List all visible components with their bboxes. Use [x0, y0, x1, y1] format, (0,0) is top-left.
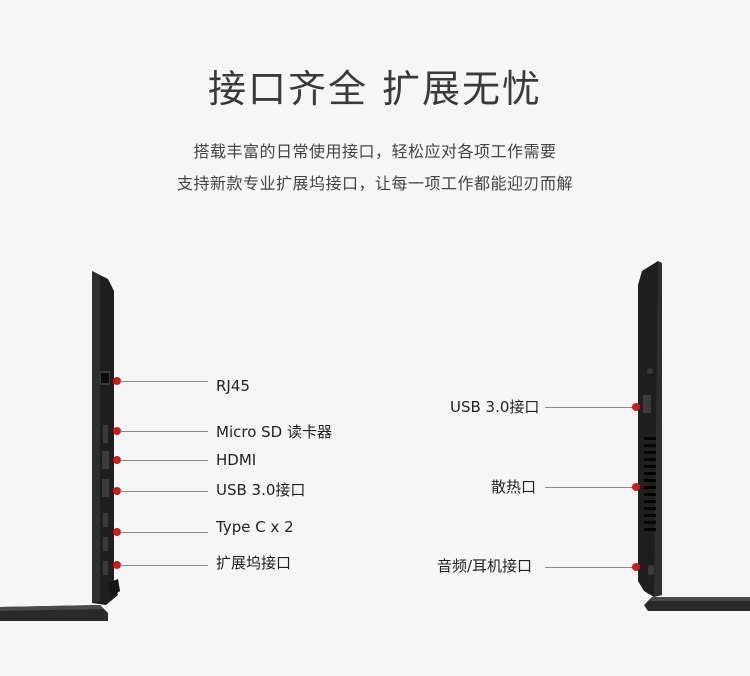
port-label-micro-sd: Micro SD 读卡器 [216, 423, 332, 441]
leader-line [545, 567, 633, 568]
marker-dot [632, 563, 640, 571]
port-label-hdmi: HDMI [216, 451, 257, 469]
laptop-right-side-view [638, 261, 750, 611]
subtitle-line-1: 搭载丰富的日常使用接口，轻松应对各项工作需要 [193, 142, 557, 161]
marker-dot [113, 377, 121, 385]
subtitle-line-2: 支持新款专业扩展坞接口，让每一项工作都能迎刃而解 [176, 174, 573, 193]
port-label-dock: 扩展坞接口 [216, 554, 292, 572]
leader-line [120, 460, 208, 461]
marker-dot [113, 561, 121, 569]
page-title: 接口齐全 扩展无忧 [207, 67, 543, 111]
port-label-rj45: RJ45 [216, 377, 250, 395]
port-label-vent: 散热口 [491, 478, 537, 496]
marker-dot [113, 456, 121, 464]
leader-line [120, 491, 208, 492]
marker-dot [632, 403, 640, 411]
port-label-type-c: Type C x 2 [216, 518, 294, 536]
laptop-left-side-view [0, 271, 120, 621]
marker-dot [113, 487, 121, 495]
marker-dot [113, 427, 121, 435]
marker-dot [632, 483, 640, 491]
port-label-audio: 音频/耳机接口 [437, 557, 533, 575]
port-label-usb-left: USB 3.0接口 [216, 481, 306, 499]
leader-line [120, 381, 208, 382]
leader-line [545, 407, 633, 408]
marker-dot [113, 528, 121, 536]
leader-line [120, 532, 208, 533]
leader-line [545, 487, 633, 488]
port-label-usb-right: USB 3.0接口 [450, 398, 540, 416]
leader-line [120, 431, 208, 432]
leader-line [120, 565, 208, 566]
